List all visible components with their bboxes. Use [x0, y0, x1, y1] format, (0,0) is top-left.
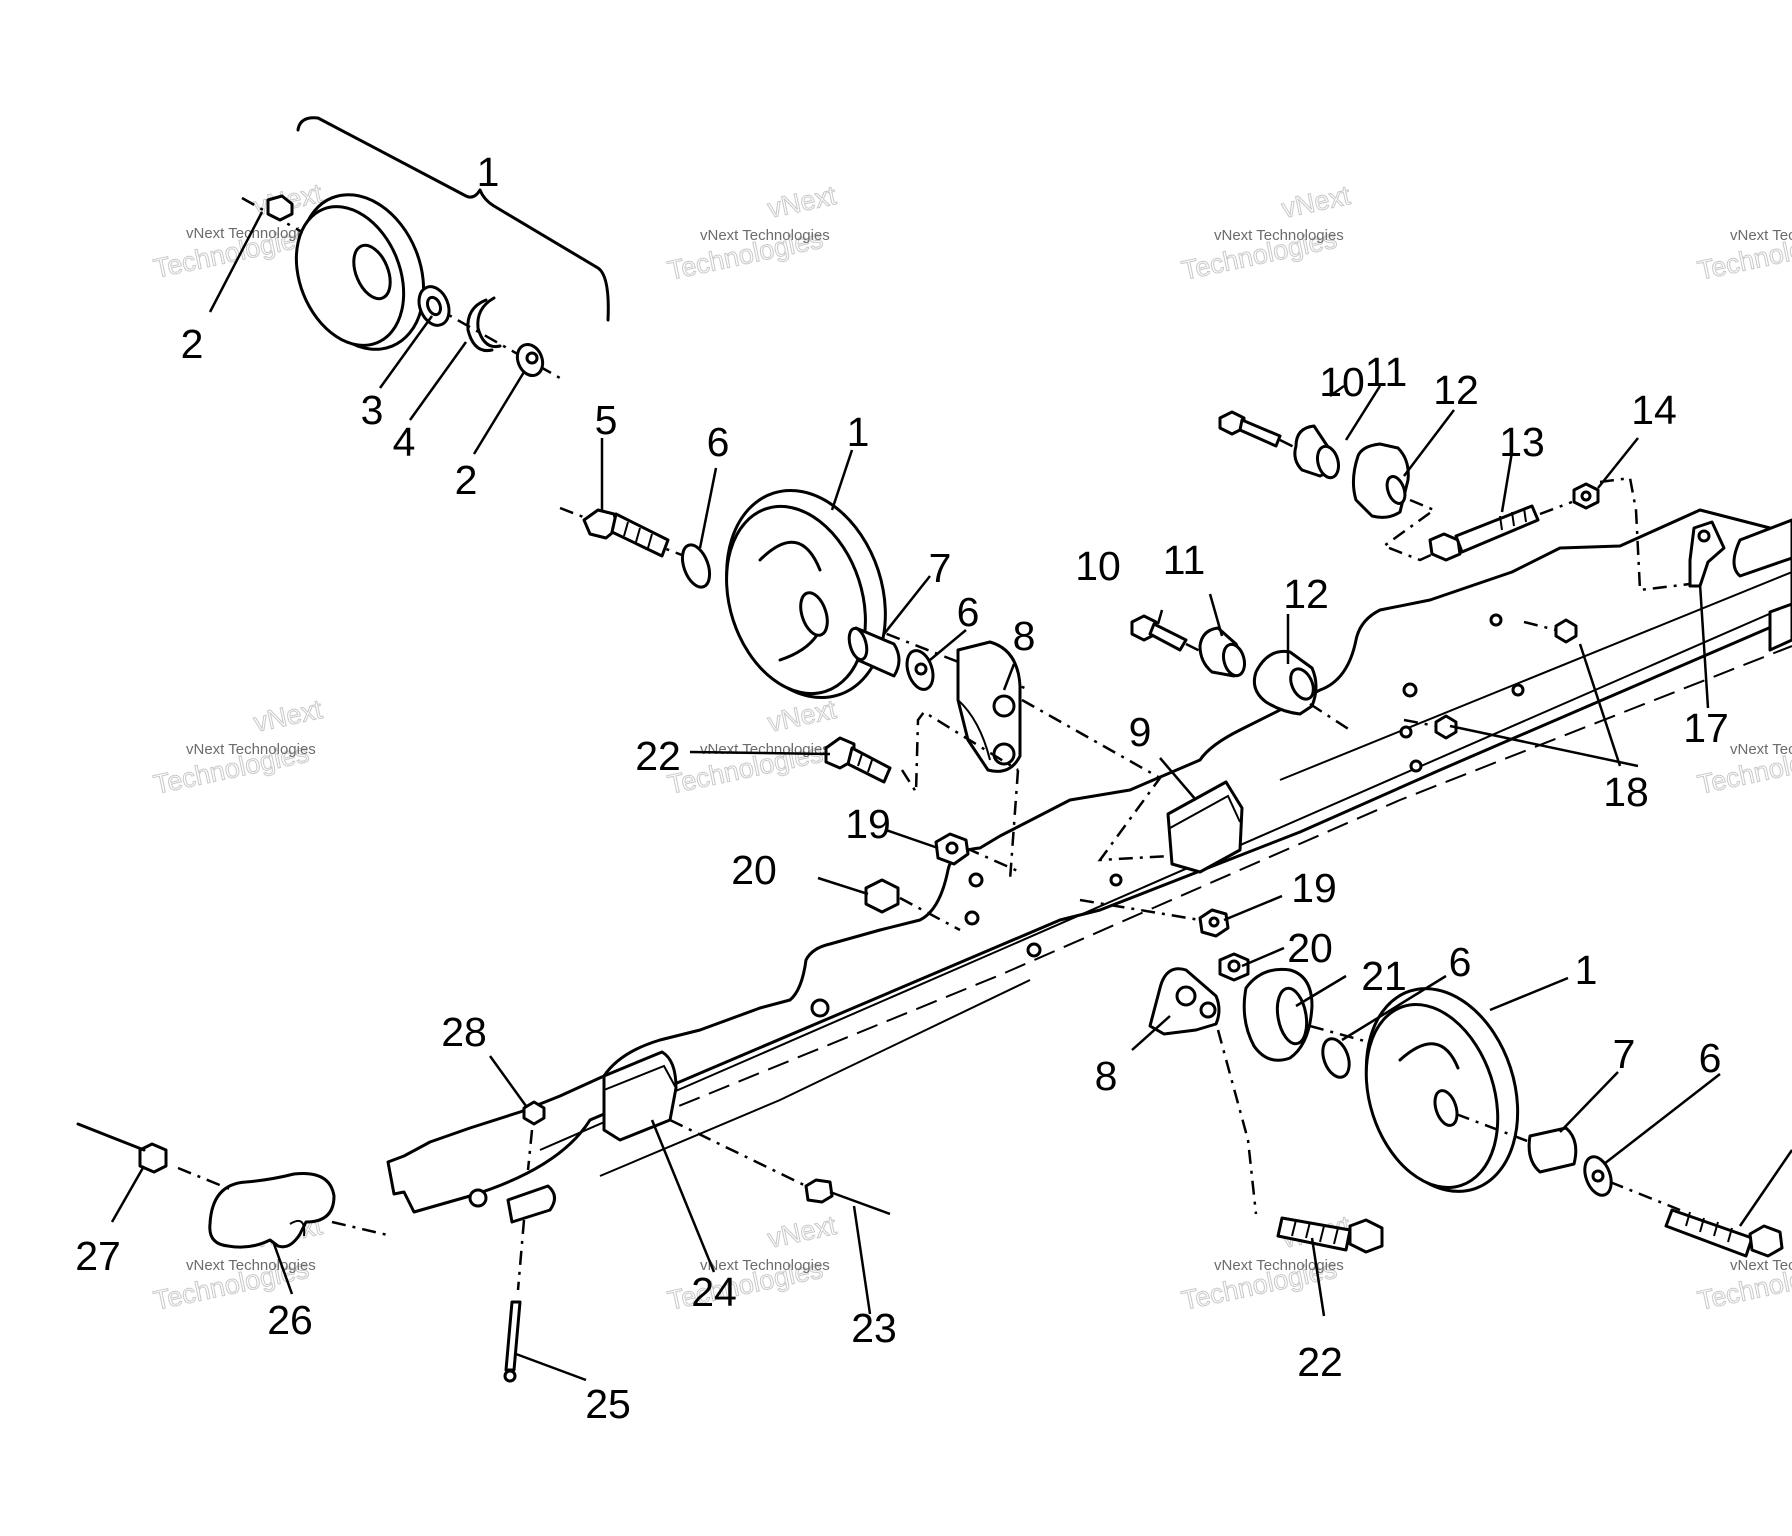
- callout-7-b: 7: [1613, 1031, 1636, 1077]
- callout-10-b: 10: [1075, 543, 1121, 589]
- callout-14: 14: [1631, 387, 1677, 433]
- upper-right-group: [1130, 410, 1726, 740]
- callout-3: 3: [361, 387, 384, 433]
- slide-rail: [386, 508, 1792, 1224]
- callout-6-b: 6: [957, 589, 980, 635]
- watermark-top-text: vNext: [765, 180, 839, 224]
- front-tip-group: [76, 1050, 891, 1383]
- callout-22-a: 22: [635, 733, 681, 779]
- callout-24: 24: [691, 1269, 737, 1315]
- watermark-small-text: vNext Technologies: [1730, 227, 1792, 244]
- callout-25: 25: [585, 1381, 631, 1427]
- callout-6-d: 6: [1699, 1035, 1722, 1081]
- watermark-top-text: vNext: [1279, 180, 1353, 224]
- callout-21: 21: [1361, 953, 1407, 999]
- callout-26: 26: [267, 1297, 313, 1343]
- callout-8-b: 8: [1095, 1053, 1118, 1099]
- callout-4: 4: [393, 419, 416, 465]
- callout-1-mid: 1: [847, 409, 870, 455]
- watermark-small-text: vNext Technologies: [700, 1257, 830, 1274]
- assembly-bracket: [296, 116, 610, 322]
- watermark-small-text: vNext Technologies: [1730, 1257, 1792, 1274]
- lower-wheel-group: [1079, 898, 1784, 1258]
- callout-7-a: 7: [929, 545, 952, 591]
- callout-10-a: 10: [1319, 359, 1365, 405]
- callout-12-a: 12: [1433, 367, 1479, 413]
- callout-13: 13: [1499, 419, 1545, 465]
- callout-12-b: 12: [1283, 571, 1329, 617]
- callout-17: 17: [1683, 705, 1729, 751]
- callout-2-left: 2: [181, 321, 204, 367]
- watermark-small-text: vNext Technologies: [186, 1257, 316, 1274]
- callout-6-a: 6: [707, 419, 730, 465]
- idler-wheel-assembly-top: [241, 193, 561, 380]
- callout-2-right: 2: [455, 457, 478, 503]
- callout-20-a: 20: [731, 847, 777, 893]
- callout-1-top: 1: [477, 149, 500, 195]
- callout-19-b: 19: [1291, 865, 1337, 911]
- callout-9: 9: [1129, 709, 1152, 755]
- watermark-small-text: vNext Technologies: [1214, 1257, 1344, 1274]
- callout-19-a: 19: [845, 801, 891, 847]
- callout-11-a: 11: [1365, 349, 1408, 395]
- watermark-small-text: vNext Technologies: [186, 741, 316, 758]
- watermark-top-text: vNext: [765, 1210, 839, 1254]
- callout-23: 23: [851, 1305, 897, 1351]
- watermark-small-text: vNext Technologies: [1214, 227, 1344, 244]
- callout-18: 18: [1603, 769, 1649, 815]
- callout-11-b: 11: [1163, 537, 1206, 583]
- callout-6-c: 6: [1449, 939, 1472, 985]
- callout-20-b: 20: [1287, 925, 1333, 971]
- callout-1-low: 1: [1575, 947, 1598, 993]
- callout-8-a: 8: [1013, 613, 1036, 659]
- leader-lines: [110, 211, 1792, 1382]
- watermark-small-text: vNext Technologies: [1730, 741, 1792, 758]
- watermark-top-text: vNext: [765, 694, 839, 738]
- callout-28: 28: [441, 1009, 487, 1055]
- watermark-small-text: vNext Technologies: [700, 227, 830, 244]
- callout-5: 5: [595, 397, 618, 443]
- watermark-top-text: vNext: [251, 694, 325, 738]
- callout-22-b: 22: [1297, 1339, 1343, 1385]
- watermark-small-text: vNext Technologies: [700, 741, 830, 758]
- callout-27: 27: [75, 1233, 121, 1279]
- upper-wheel-group: [559, 488, 1244, 932]
